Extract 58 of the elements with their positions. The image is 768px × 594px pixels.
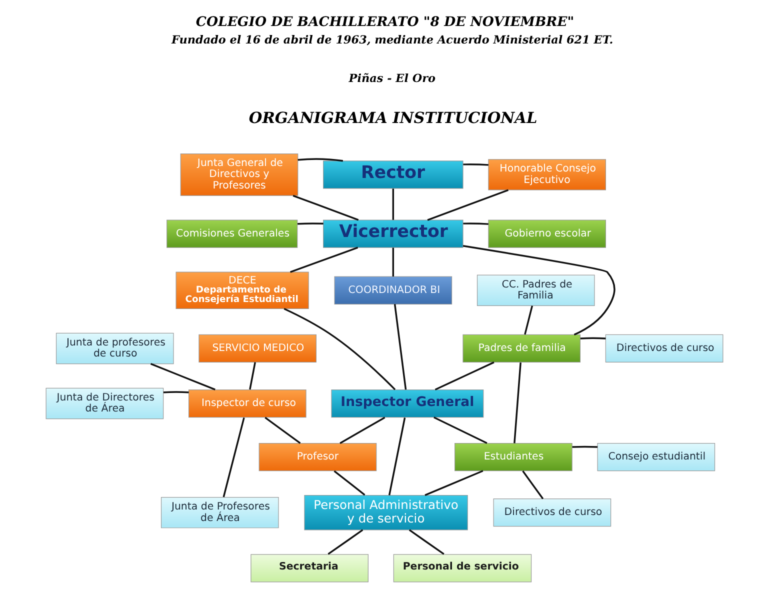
node-box: Personal de servicio xyxy=(392,554,532,582)
node-box: Inspector General xyxy=(330,389,484,418)
connector xyxy=(392,188,394,220)
node-box: Honorable Consejo Ejecutivo xyxy=(488,159,606,190)
node-box: Junta de profesores de curso xyxy=(55,332,174,364)
node-box: Vicerrector xyxy=(322,220,463,248)
connector xyxy=(339,416,385,444)
connector xyxy=(292,194,358,221)
connector xyxy=(264,416,300,444)
connector xyxy=(327,529,363,555)
node-box: Profesor xyxy=(258,442,376,472)
connector xyxy=(424,470,483,496)
connector xyxy=(297,222,323,225)
node-box: SERVICIO MEDICO xyxy=(198,334,316,363)
connector xyxy=(524,306,533,335)
connector xyxy=(426,189,508,221)
node-box: Gobierno escolar xyxy=(488,220,606,248)
node-box: Junta de Directores de Área xyxy=(45,388,164,420)
connector xyxy=(222,417,244,498)
connector xyxy=(462,222,488,225)
label: Fundado el 16 de abril de 1963, mediante Acuerdo Ministerial 621 ET. xyxy=(170,32,613,46)
node-box: Estudiantes xyxy=(454,442,572,472)
node-box: Secretaria xyxy=(250,554,368,582)
node-box: Directivos de curso xyxy=(604,334,723,363)
node-box: Inspector de curso xyxy=(188,389,306,418)
connector xyxy=(150,363,215,390)
connector xyxy=(283,308,396,390)
connector xyxy=(408,529,444,555)
connector xyxy=(388,418,406,496)
connector xyxy=(333,470,365,496)
connector xyxy=(248,362,256,390)
connector xyxy=(433,416,487,444)
diagram-title: COLEGIO DE BACHILLERATO "8 DE NOVIEMBRE" xyxy=(195,14,574,30)
connector xyxy=(513,362,521,444)
connector xyxy=(393,304,406,390)
node-box: Junta de Profesores de Área xyxy=(160,497,278,528)
connector xyxy=(297,158,343,162)
connector xyxy=(392,248,394,277)
connector xyxy=(290,246,358,273)
node-box: Personal Administrativo y de servicio xyxy=(304,494,468,530)
connector xyxy=(462,164,488,166)
node-box: Consejo estudiantil xyxy=(596,442,715,472)
node-box: CC. Padres de Familia xyxy=(476,274,594,306)
node-box: Padres de familia xyxy=(462,334,580,363)
node-box: DECE Departamento de Consejería Estudiantil xyxy=(175,272,308,310)
node-box: Comisiones Generales xyxy=(166,220,298,248)
connector xyxy=(522,470,544,500)
node-box: Rector xyxy=(322,160,463,189)
connector xyxy=(434,362,494,390)
connector xyxy=(462,245,615,336)
node-box: Directivos de curso xyxy=(492,498,611,527)
connector xyxy=(580,337,606,340)
connector xyxy=(162,391,188,394)
label: ORGANIGRAMA INSTITUCIONAL xyxy=(248,109,537,128)
label: Piñas - El Oro xyxy=(348,71,435,86)
node-box: Junta General de Directivos y Profesores xyxy=(180,153,298,196)
node-box: COORDINADOR BI xyxy=(334,276,452,304)
connector xyxy=(572,446,598,448)
